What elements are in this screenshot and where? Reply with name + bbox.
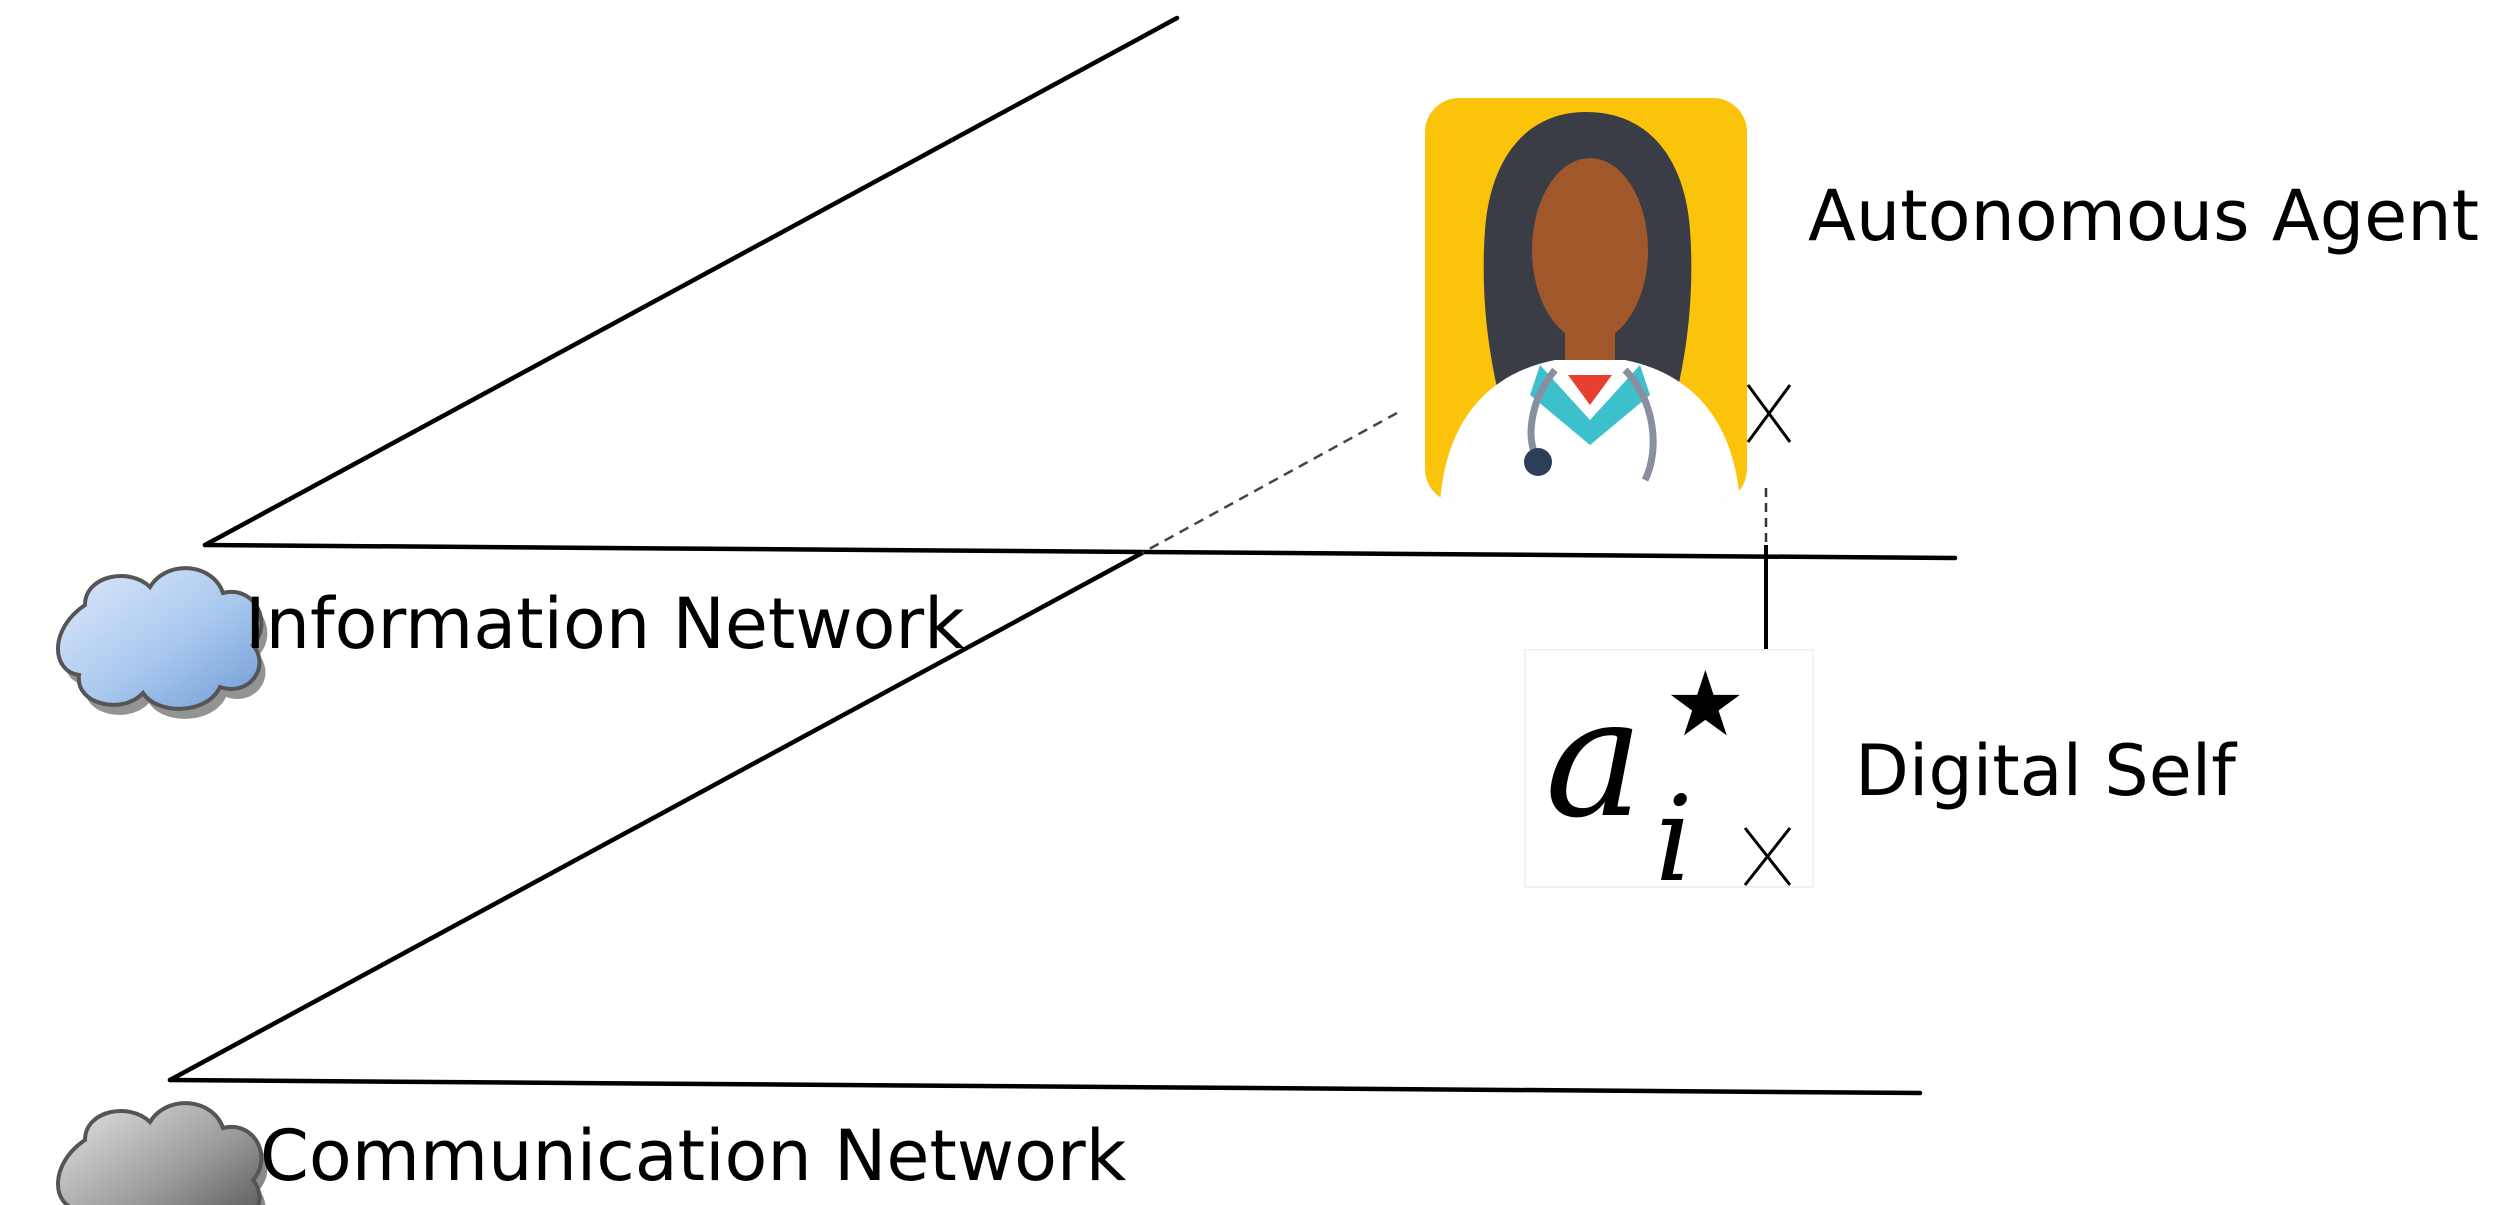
anchor-cross-marker [1743, 827, 1792, 886]
communication-plane-front-edge [167, 1077, 1923, 1096]
cloud-icon [56, 1101, 268, 1205]
information-plane-front-edge [202, 542, 1958, 561]
information-network-label: Information Network [245, 583, 965, 665]
communication-plane-depth-edge [167, 550, 1145, 1083]
digital-self-subscript: i [1655, 770, 1693, 908]
digital-self-label: Digital Self [1855, 730, 2237, 812]
autonomous-agent-label: Autonomous Agent [1808, 175, 2479, 257]
doctor-avatar-icon [1425, 98, 1747, 503]
anchor-cross-marker [1746, 384, 1792, 443]
agent-projection-dashed-line [1141, 411, 1398, 555]
digital-self-base-letter: a [1545, 662, 1643, 854]
digital-self-superscript: ★ [1665, 652, 1746, 757]
communication-network-label: Communication Network [260, 1115, 1127, 1197]
digital-self-symbol: a i ★ [1524, 649, 1814, 908]
communication-network-plane [167, 550, 1923, 1096]
information-plane-depth-edge [202, 15, 1180, 548]
cloud-icon [56, 566, 268, 719]
information-network-plane [202, 15, 1958, 561]
